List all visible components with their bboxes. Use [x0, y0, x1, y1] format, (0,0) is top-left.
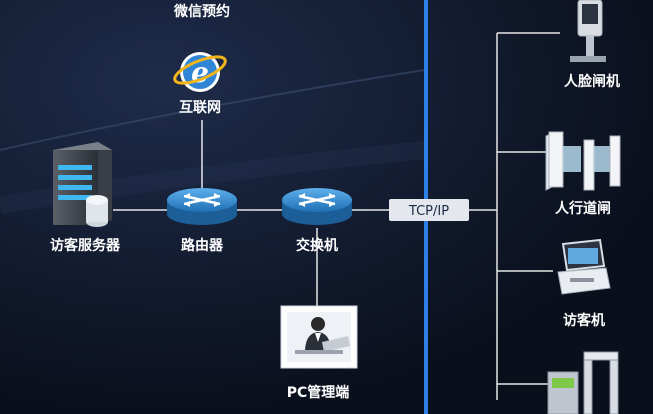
connections: [113, 32, 560, 400]
tcp-ip-label: TCP/IP: [408, 204, 449, 219]
visitor-kiosk-label: 访客机: [563, 312, 605, 329]
switch-label: 交换机: [296, 237, 338, 254]
turnstile-label: 人行道闸: [555, 200, 611, 217]
visitor-kiosk-icon: [557, 238, 611, 295]
network-switch-icon: [282, 188, 352, 225]
metal-detector-icon: [547, 351, 619, 414]
server-tower-icon: [53, 142, 112, 227]
pc-operator-icon: [280, 305, 358, 369]
router-icon: [167, 188, 237, 225]
server-label: 访客服务器: [50, 237, 121, 254]
turnstile-icon: [545, 131, 621, 191]
internet-explorer-icon: e: [173, 52, 227, 92]
router-label: 路由器: [181, 237, 224, 254]
internet-label: 互联网: [179, 100, 221, 116]
background-swoosh: [0, 69, 426, 151]
face-gate-icon: [570, 0, 606, 62]
pc-label: PC管理端: [287, 384, 350, 401]
tcp-ip-badge: TCP/IP: [389, 199, 469, 221]
face-gate-label: 人脸闸机: [564, 73, 620, 90]
wechat-label: 微信预约: [173, 3, 230, 20]
